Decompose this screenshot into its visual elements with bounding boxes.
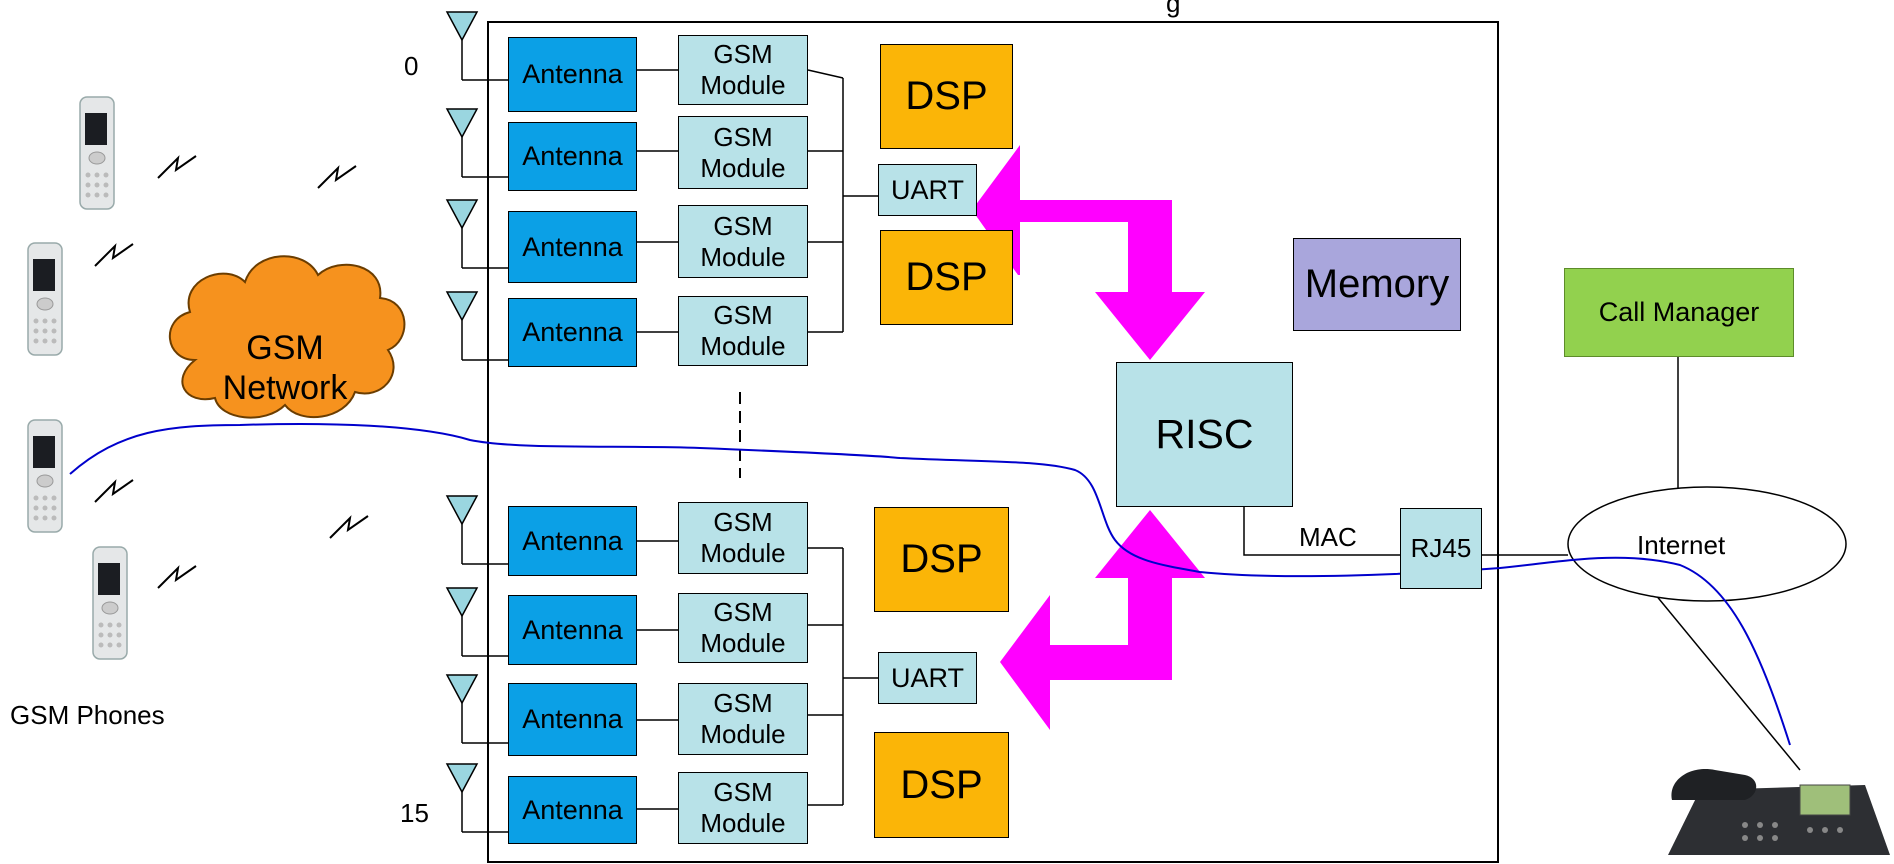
gsm-network-label-line2: Network xyxy=(222,369,348,407)
call-manager-label: Call Manager xyxy=(1598,297,1760,327)
gsm-module-label-line2: Module xyxy=(700,241,786,272)
gsm-network-cloud xyxy=(168,255,406,419)
antenna-block: Antenna xyxy=(508,122,637,191)
gsm-module-label-line1: GSM xyxy=(713,121,773,152)
mac-link xyxy=(1243,506,1400,556)
internet-deskphone-link xyxy=(1649,587,1801,771)
antenna-block: Antenna xyxy=(508,506,637,576)
dsp-block: DSP xyxy=(880,44,1013,149)
gsm-phone-icon xyxy=(79,96,115,210)
gsm-phones-label: GSM Phones xyxy=(10,700,165,730)
gsm-module-label-line2: Module xyxy=(700,152,786,183)
antenna-label: Antenna xyxy=(522,141,623,171)
uart-block-top: UART xyxy=(878,164,977,216)
desk-phone-icon xyxy=(1668,769,1890,855)
dsp-block: DSP xyxy=(874,507,1009,612)
antenna-label: Antenna xyxy=(522,794,623,825)
gsm-module-label-line2: Module xyxy=(700,538,786,568)
call-manager-block: Call Manager xyxy=(1564,268,1794,357)
gsm-uart-bus-top xyxy=(807,69,878,333)
gsm-module-label-line1: GSM xyxy=(713,507,773,537)
antenna-mast-icon xyxy=(445,11,508,81)
dsp-block: DSP xyxy=(880,230,1013,325)
antenna-mast-icon xyxy=(445,199,508,269)
gsm-phone-icon xyxy=(27,419,63,533)
memory-block: Memory xyxy=(1293,238,1461,331)
gsm-uart-bus-bottom xyxy=(808,547,878,806)
gsm-module-label-line2: Module xyxy=(700,70,786,100)
wireless-link-icon xyxy=(94,155,369,589)
antenna-block: Antenna xyxy=(508,37,637,112)
antenna-mast-icon xyxy=(445,587,508,657)
risc-block: RISC xyxy=(1116,362,1293,507)
antenna-block: Antenna xyxy=(508,683,637,756)
antenna-mast-icon xyxy=(445,763,508,833)
rj45-label: RJ45 xyxy=(1410,533,1472,563)
gsm-module-label-line2: Module xyxy=(700,719,786,749)
gsm-module-label-line2: Module xyxy=(700,331,786,361)
dsp-label: DSP xyxy=(905,74,988,118)
antenna-label: Antenna xyxy=(522,614,623,645)
internet-cloud xyxy=(1567,486,1847,602)
antenna-label: Antenna xyxy=(522,317,623,347)
call-signal-path xyxy=(69,422,1791,746)
gsm-module-label-line1: GSM xyxy=(713,597,773,627)
antenna-mast-icon xyxy=(445,674,508,744)
channel-last-label: 15 xyxy=(400,798,429,828)
antenna-block: Antenna xyxy=(508,211,637,283)
uart-label: UART xyxy=(890,174,964,205)
risc-dsp-arrow-top xyxy=(972,145,1205,360)
partial-top-label: g xyxy=(1166,0,1181,18)
gsm-network-label-line1: GSM xyxy=(246,329,324,367)
antenna-mast-icon xyxy=(445,495,508,565)
antenna-label: Antenna xyxy=(522,704,623,734)
dsp-label: DSP xyxy=(900,762,983,807)
memory-label: Memory xyxy=(1304,262,1450,306)
antenna-block: Antenna xyxy=(508,298,637,367)
gsm-module-label-line1: GSM xyxy=(713,300,773,330)
gsm-module-label-line1: GSM xyxy=(713,777,773,807)
gsm-network-label: GSM Network xyxy=(205,328,365,408)
gsm-phone-icon xyxy=(92,546,128,660)
antenna-label: Antenna xyxy=(522,231,623,262)
gsm-module-label-line1: GSM xyxy=(713,688,773,718)
antenna-gsm-connectors xyxy=(637,69,678,810)
risc-label: RISC xyxy=(1155,411,1254,457)
dsp-label: DSP xyxy=(900,537,983,581)
antenna-mast-icon xyxy=(445,291,508,361)
antenna-mast-icon xyxy=(445,108,508,178)
internet-label: Internet xyxy=(1637,530,1726,560)
risc-dsp-arrow-bottom xyxy=(1000,510,1205,730)
antenna-label: Antenna xyxy=(522,59,623,89)
uart-label: UART xyxy=(890,662,964,693)
gsm-module-label-line1: GSM xyxy=(713,39,773,69)
antenna-block: Antenna xyxy=(508,595,637,665)
channel-first-label: 0 xyxy=(404,51,419,81)
rj45-block: RJ45 xyxy=(1400,508,1482,589)
gsm-module-label-line1: GSM xyxy=(713,210,773,241)
dsp-block: DSP xyxy=(874,732,1009,838)
mac-label: MAC xyxy=(1299,522,1357,552)
uart-block-bottom: UART xyxy=(878,652,977,704)
antenna-label: Antenna xyxy=(522,525,623,556)
gsm-module-label-line2: Module xyxy=(700,628,786,658)
dsp-label: DSP xyxy=(905,255,988,299)
gsm-phone-icon xyxy=(27,242,63,356)
antenna-block: Antenna xyxy=(508,776,637,844)
gsm-module-label-line2: Module xyxy=(700,808,786,838)
